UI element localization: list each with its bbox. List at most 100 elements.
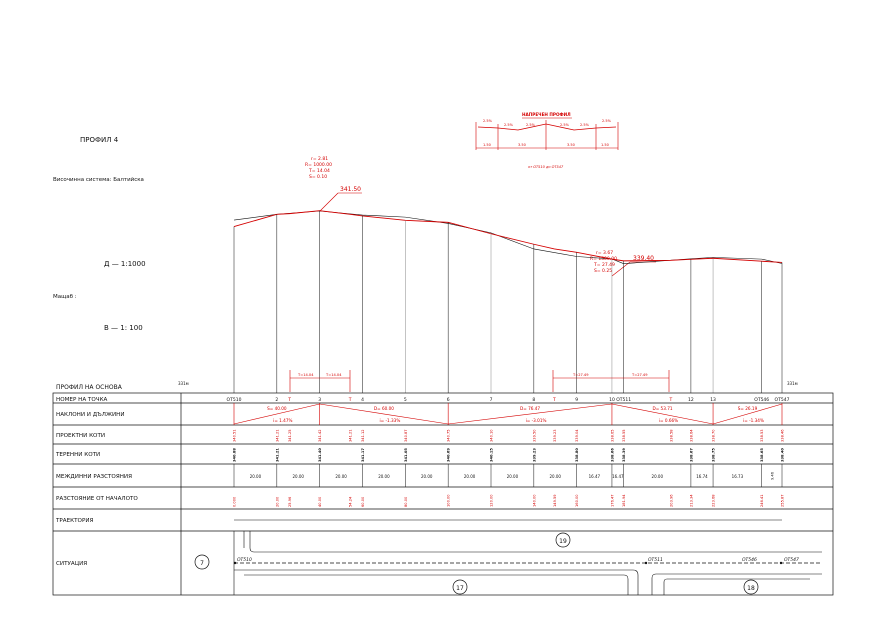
situation-point-start: ОТ510 <box>237 557 252 563</box>
distance-value: 181.94 <box>622 494 626 507</box>
row-intervals-label: МЕЖДИННИ РАЗСТОЯНИЯ <box>56 474 132 480</box>
interval-value: 20.00 <box>652 474 664 479</box>
t1-left: T=14.04 <box>297 373 314 377</box>
design-elevation: 339.04 <box>575 429 579 442</box>
point-label: 8 <box>532 397 535 403</box>
curve1-s: S= 0.10 <box>309 174 327 180</box>
point-label: 7 <box>490 397 493 403</box>
situation-point-r1: ОТ546 <box>742 557 757 563</box>
curve-2-info: r= 3.67 R= 1500.00 T= 27.49 S= 0.25 339.… <box>590 250 656 277</box>
cs-slope-6: 2.5% <box>602 119 612 123</box>
design-elevation: 339.50 <box>532 429 536 442</box>
terrain-elevation: 340.15 <box>490 448 494 462</box>
height-system: Височинна система: Балтийска <box>53 176 144 183</box>
design-elevation: 339.23 <box>553 429 557 442</box>
terrain-elevation: 338.39 <box>622 448 626 462</box>
slope-grade: i= -3.01% <box>526 418 547 423</box>
profile-title: ПРОФИЛ 4 <box>80 136 119 144</box>
interval-value: 20.00 <box>464 474 476 479</box>
slope-length: D= 76.47 <box>520 406 540 411</box>
distance-value: 246.41 <box>760 494 764 507</box>
design-elevation: 340.10 <box>490 429 494 442</box>
interval-value: 20.00 <box>507 474 519 479</box>
terrain-elevation: 338.66 <box>610 448 614 462</box>
terrain-elevation: 339.23 <box>532 448 536 462</box>
interval-value: 20.00 <box>335 474 347 479</box>
design-elevation: 341.21 <box>275 429 279 442</box>
profile-table <box>52 392 834 596</box>
interval-value: 16.74 <box>696 474 708 479</box>
slope-grade: i= -1.34% <box>743 418 764 423</box>
situation-plan <box>233 531 822 595</box>
cross-section: НАПРЕЧЕН ПРОФИЛ 2.5% 2.5% 2.5% 2.5% 2.5%… <box>475 112 619 169</box>
t1-right: T=14.04 <box>325 373 342 377</box>
terrain-elevation: 338.40 <box>781 448 785 462</box>
curve1-radius: R= 1000.00 <box>305 162 332 168</box>
interval-value: 16.73 <box>732 474 744 479</box>
point-label: ОТ511 <box>616 397 631 403</box>
datum-left: 331м <box>178 381 189 386</box>
row-terrain-label: ТЕРЕННИ КОТИ <box>55 452 100 458</box>
distance-value: 255.87 <box>781 494 785 507</box>
design-elevation: 338.65 <box>610 429 614 442</box>
distance-value: 20.00 <box>275 496 279 507</box>
design-elevation: 341.42 <box>318 429 322 442</box>
cs-slope-5: 2.5% <box>580 123 590 127</box>
cs-slope-2: 2.5% <box>504 123 514 127</box>
point-label: Т <box>552 397 556 403</box>
cs-slope-1: 2.5% <box>483 119 493 123</box>
design-elevation: 341.25 <box>288 429 292 442</box>
design-elevation: 338.70 <box>712 429 716 442</box>
design-elevation: 340.51 <box>233 429 237 442</box>
tangent-markers: T=14.04 T=14.04 T=27.49 T=27.49 <box>289 370 670 392</box>
curve-1-info: r= 2.81 R= 1000.00 T= 14.04 S= 0.10 341.… <box>305 156 362 212</box>
point-label: ОТ547 <box>775 397 790 403</box>
point-label: 3 <box>318 397 321 403</box>
interval-value: 9.46 <box>770 471 774 480</box>
cross-section-subtitle: от ОТ510 до ОТ547 <box>528 165 564 169</box>
datum-right: 331м <box>787 381 798 386</box>
terrain-elevation: 341.17 <box>361 448 365 462</box>
distance-value: 60.00 <box>361 496 365 507</box>
curve2-tangent: T= 27.49 <box>593 262 615 268</box>
slope-length: S= 26.19 <box>738 406 758 411</box>
interval-value: 20.00 <box>550 474 562 479</box>
design-elevation: 340.87 <box>404 429 408 442</box>
situation-point-mid: ОТ511 <box>648 557 663 563</box>
row-base-label: ПРОФИЛ НА ОСНОВА <box>56 384 123 391</box>
interval-value: 16.47 <box>612 474 624 479</box>
design-elevation: 341.21 <box>349 429 353 442</box>
terrain-elevation: 340.69 <box>447 448 451 462</box>
curve2-radius: R= 1500.00 <box>590 256 617 262</box>
t2-left: T=27.49 <box>572 373 589 377</box>
curve2-r: r= 3.67 <box>596 250 613 256</box>
row-slopes-label: НАКЛОНИ И ДЪЛЖИНИ <box>56 412 125 418</box>
point-label: 10 <box>609 397 615 403</box>
distance-value: 140.00 <box>532 494 536 507</box>
scale-vertical: В — 1: 100 <box>104 324 143 332</box>
slope-grade: i= 0.66% <box>659 418 678 423</box>
terrain-elevation: 338.65 <box>760 448 764 462</box>
interval-value: 20.00 <box>293 474 305 479</box>
circle-top-label: 19 <box>559 538 567 545</box>
curve2-s: S= 0.25 <box>594 268 612 274</box>
point-label: 2 <box>275 397 278 403</box>
point-label: 9 <box>575 397 578 403</box>
circle-bottom-right-label: 18 <box>747 585 755 592</box>
curve1-elevation: 341.50 <box>340 186 361 193</box>
slope-length: S= 40.00 <box>267 406 287 411</box>
distance-value: 40.00 <box>318 496 322 507</box>
point-label: 5 <box>404 397 407 403</box>
curve2-elevation: 339.40 <box>633 255 654 262</box>
cs-width-1: 1.50 <box>483 143 491 147</box>
terrain-elevation: 338.75 <box>712 448 716 462</box>
terrain-elevation: 338.80 <box>575 448 579 462</box>
point-label: Т <box>668 397 672 403</box>
interval-value: 20.00 <box>250 474 262 479</box>
slope-length: D= 60.00 <box>374 406 394 411</box>
design-elevation: 338.46 <box>781 429 785 442</box>
distance-value: 203.96 <box>669 494 673 507</box>
design-elevation: 341.12 <box>361 429 365 442</box>
curve1-r: r= 2.81 <box>311 156 328 162</box>
distance-value: 176.47 <box>610 494 614 507</box>
